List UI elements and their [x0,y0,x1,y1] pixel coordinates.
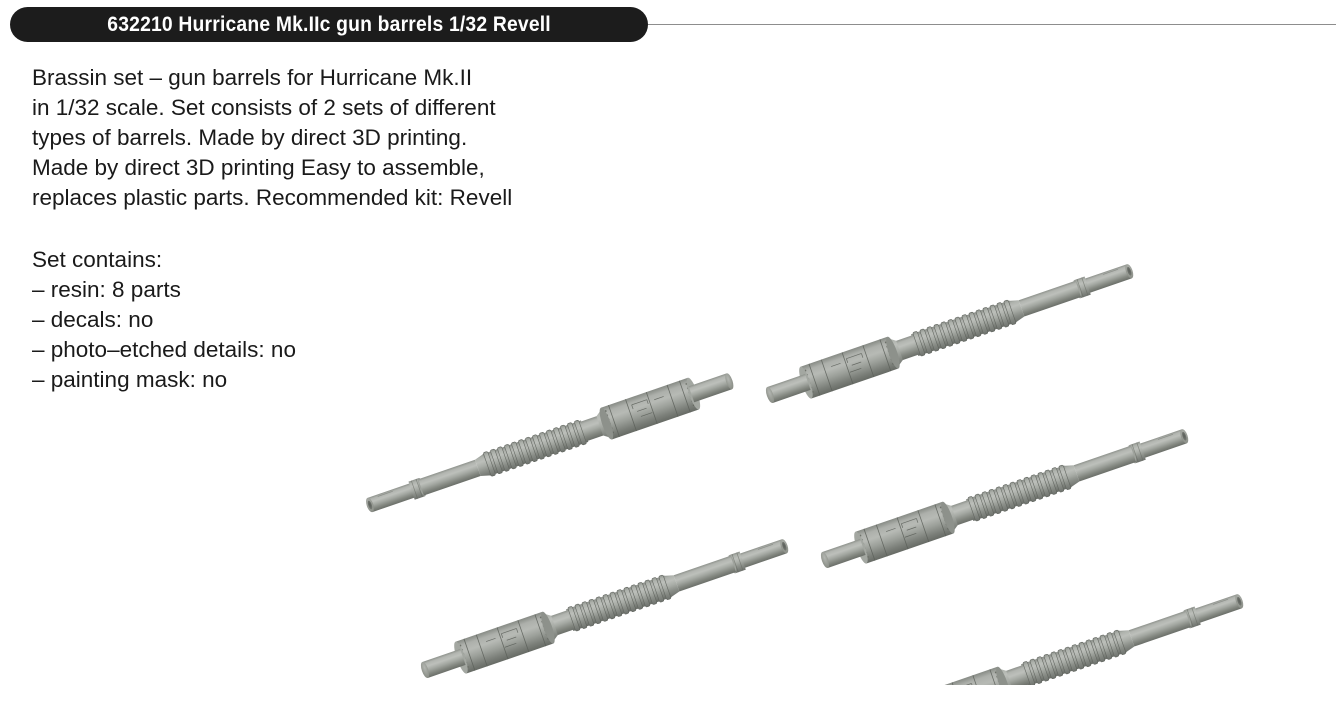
set-contains-item: – resin: 8 parts [32,277,181,302]
set-contains-item: – decals: no [32,307,154,332]
barrel-part-6 [816,418,1194,578]
description-line: Brassin set – gun barrels for Hurricane … [32,65,473,90]
description-block: Brassin set – gun barrels for Hurricane … [32,63,592,213]
parts-render-area [330,215,1336,685]
barrel-part-1 [360,363,739,523]
header-divider-line [600,24,1336,25]
title-pill: 632210 Hurricane Mk.IIc gun barrels 1/32… [10,7,648,42]
description-line: replaces plastic parts. Recommended kit:… [32,185,513,210]
page-title: 632210 Hurricane Mk.IIc gun barrels 1/32… [107,12,551,36]
gun-barrels-illustration [360,253,1249,685]
description-line: types of barrels. Made by direct 3D prin… [32,125,468,150]
set-contains-heading: Set contains: [32,247,163,272]
description-line: Made by direct 3D printing Easy to assem… [32,155,485,180]
barrel-part-2 [416,528,794,685]
set-contains-item: – photo–etched details: no [32,337,296,362]
header-bar: 632210 Hurricane Mk.IIc gun barrels 1/32… [0,0,1336,52]
description-line: in 1/32 scale. Set consists of 2 sets of… [32,95,496,120]
barrel-part-7 [871,583,1249,685]
barrel-part-5 [761,253,1139,413]
set-contains-item: – painting mask: no [32,367,228,392]
set-contains-block: Set contains: – resin: 8 parts – decals:… [32,245,452,395]
